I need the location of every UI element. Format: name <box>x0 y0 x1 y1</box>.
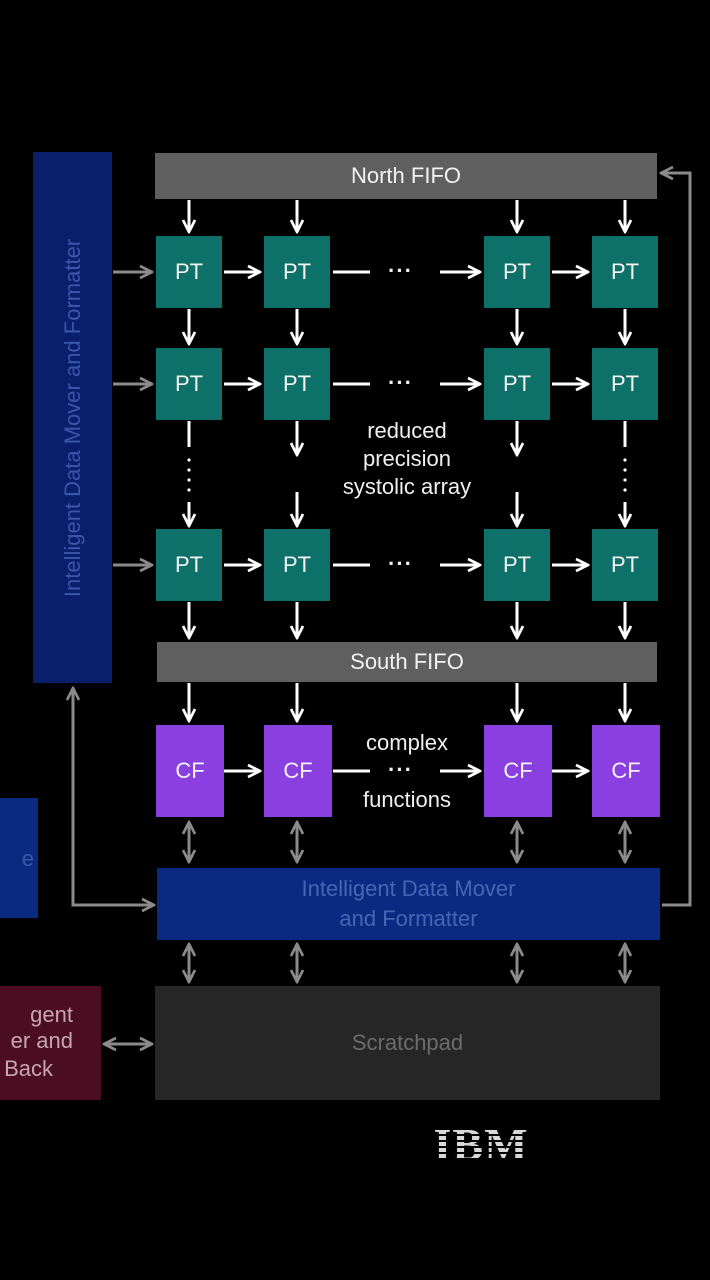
left-maroon-line: gent <box>30 1002 73 1027</box>
systolic-label-line: reduced <box>367 418 447 443</box>
vertical-ellipsis-dot <box>623 458 627 462</box>
data-mover-vertical-label: Intelligent Data Mover and Formatter <box>59 238 85 597</box>
data-mover-vertical: Intelligent Data Mover and Formatter <box>33 152 112 683</box>
vertical-ellipsis-dot <box>187 468 191 472</box>
vertical-ellipsis-dot <box>187 478 191 482</box>
pt-cell: PT <box>592 529 658 601</box>
ibm-logo: IBM <box>434 1119 529 1166</box>
row-ellipsis: ··· <box>388 370 413 395</box>
pt-cell: PT <box>264 236 330 308</box>
pt-cell: PT <box>264 348 330 420</box>
complex-functions-top: complex <box>366 730 448 755</box>
scratchpad: Scratchpad <box>155 986 660 1100</box>
pt-cell: PT <box>156 529 222 601</box>
systolic-array-label: reduced precision systolic array <box>322 417 492 501</box>
row-ellipsis: ··· <box>388 258 413 283</box>
row-ellipsis: ··· <box>388 551 413 576</box>
vertical-ellipsis-dot <box>187 458 191 462</box>
pt-cell: PT <box>264 529 330 601</box>
vertical-ellipsis-dot <box>623 478 627 482</box>
left-maroon-box: gent er and Back <box>0 986 101 1100</box>
data-mover-horizontal-line: and Formatter <box>339 906 478 931</box>
left-maroon-line: Back <box>4 1056 53 1081</box>
pt-cell: PT <box>592 348 658 420</box>
pt-cell: PT <box>592 236 658 308</box>
mover-loop-connector <box>73 688 154 905</box>
pt-cell: PT <box>484 236 550 308</box>
complex-functions-bottom: functions <box>362 787 452 812</box>
vertical-ellipsis-dot <box>187 488 191 492</box>
cf-ellipsis: ··· <box>388 757 413 782</box>
left-maroon-line: er and <box>10 1028 73 1053</box>
ibm-logo-text: IBM <box>434 1119 529 1166</box>
cf-cell: CF <box>592 725 660 817</box>
vertical-ellipsis-dot <box>623 468 627 472</box>
pt-cell: PT <box>484 529 550 601</box>
north-fifo: North FIFO <box>155 153 657 199</box>
data-mover-horizontal: Intelligent Data Mover and Formatter <box>157 868 660 940</box>
cf-cell: CF <box>156 725 224 817</box>
pt-cell: PT <box>156 348 222 420</box>
south-fifo: South FIFO <box>157 642 657 682</box>
pt-cell: PT <box>484 348 550 420</box>
systolic-label-line: precision <box>362 446 452 471</box>
systolic-label-line: systolic array <box>342 474 472 499</box>
feedback-loop-connector <box>661 173 692 907</box>
data-mover-horizontal-line: Intelligent Data Mover <box>301 876 516 901</box>
pt-cell: PT <box>156 236 222 308</box>
cf-cell: CF <box>264 725 332 817</box>
left-blue-box: e <box>0 798 38 918</box>
cf-cell: CF <box>484 725 552 817</box>
left-blue-box-text: e <box>21 846 34 871</box>
vertical-ellipsis-dot <box>623 488 627 492</box>
